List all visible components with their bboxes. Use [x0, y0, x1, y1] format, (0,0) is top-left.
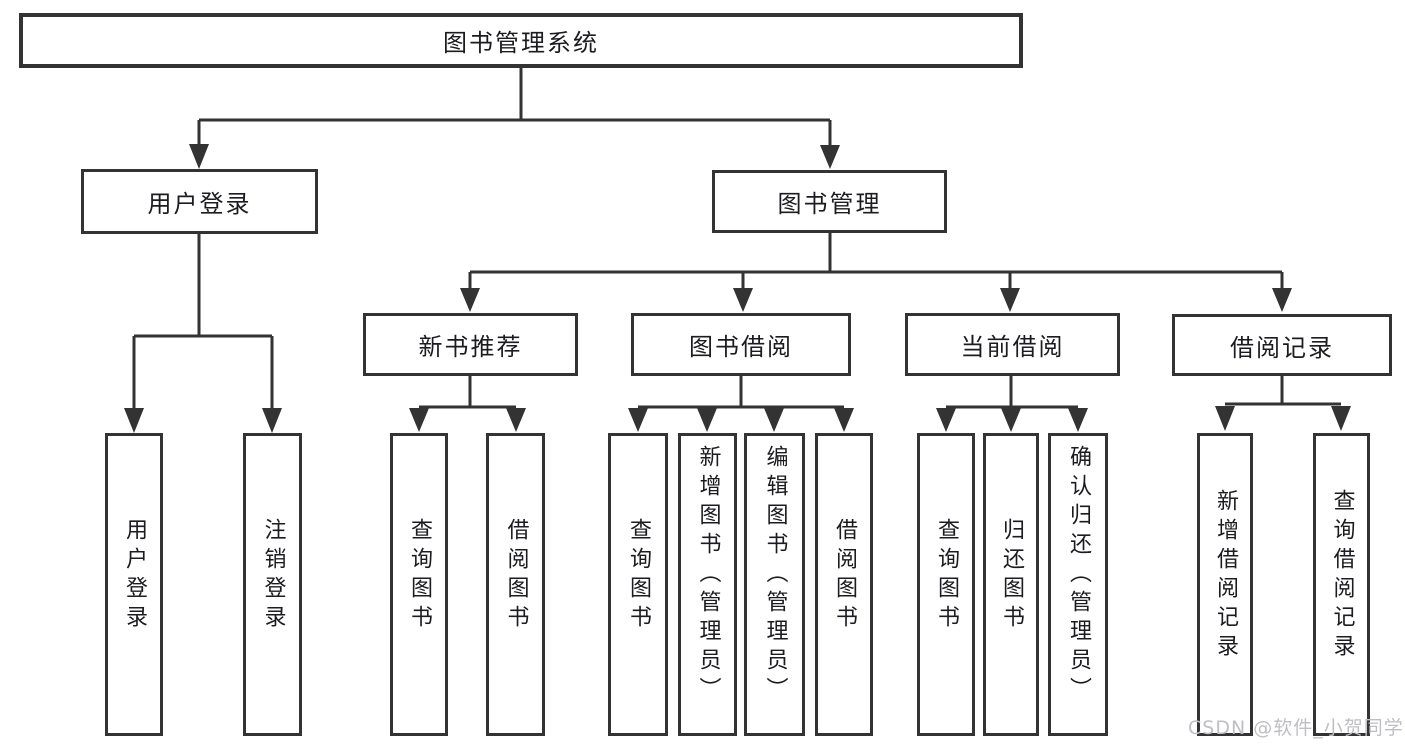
- node-new-book-rec: 新书推荐: [363, 313, 578, 376]
- arrowhead-to-leaf-rc-query: [1331, 406, 1351, 431]
- node-leaf-bor-edit: 编辑图书（管理员）: [744, 433, 805, 736]
- node-book-mgmt-label: 图书管理: [777, 190, 882, 218]
- node-leaf-rec-borrow-label: 借阅图书: [503, 517, 529, 634]
- arrowhead-to-leaf-login: [124, 408, 144, 433]
- connector-new-book-rec-to-leaves: [419, 376, 516, 409]
- node-user-login: 用户登录: [81, 169, 318, 234]
- arrowhead-to-leaf-bor-query: [628, 408, 648, 432]
- node-leaf-bor-add-label: 新增图书（管理员）: [695, 445, 721, 706]
- node-leaf-cur-return: 归还图书: [983, 433, 1039, 736]
- connector-current-borrow-to-leaves: [946, 376, 1078, 409]
- node-leaf-cur-return-label: 归还图书: [999, 517, 1024, 634]
- node-borrow-record: 借阅记录: [1172, 314, 1392, 376]
- node-leaf-cur-confirm-label: 确认归还（管理员）: [1066, 445, 1091, 706]
- node-leaf-bor-query: 查询图书: [608, 433, 668, 736]
- arrowhead-to-book-mgmt: [820, 145, 840, 169]
- csdn-watermark: CSDN @软件_小贺同学: [1188, 717, 1404, 739]
- node-leaf-bor-query-label: 查询图书: [626, 517, 651, 634]
- node-book-mgmt: 图书管理: [712, 170, 947, 233]
- node-leaf-cur-query: 查询图书: [917, 433, 975, 736]
- node-root: 图书管理系统: [19, 13, 1023, 68]
- node-book-borrow-label: 图书借阅: [689, 333, 793, 361]
- node-leaf-login: 用户登录: [105, 433, 163, 736]
- arrowhead-to-current-borrow: [1000, 288, 1020, 312]
- arrowhead-to-leaf-bor-edit: [764, 408, 784, 432]
- node-user-login-label: 用户登录: [147, 190, 252, 218]
- node-new-book-rec-label: 新书推荐: [418, 333, 523, 361]
- arrowhead-to-book-borrow: [733, 288, 753, 312]
- node-leaf-cur-query-label: 查询图书: [934, 517, 959, 634]
- node-book-borrow: 图书借阅: [631, 313, 851, 376]
- arrowhead-to-user-login: [189, 144, 209, 169]
- node-leaf-rc-add: 新增借阅记录: [1197, 433, 1253, 736]
- node-leaf-logout-label: 注销登录: [260, 517, 286, 634]
- node-current-borrow-label: 当前借阅: [960, 333, 1065, 361]
- connector-root-to-level2: [197, 66, 832, 147]
- arrowhead-to-leaf-rc-add: [1215, 406, 1235, 431]
- arrowhead-to-leaf-cur-query: [936, 408, 956, 432]
- node-leaf-logout: 注销登录: [243, 433, 302, 736]
- node-current-borrow: 当前借阅: [905, 313, 1120, 376]
- node-leaf-rc-query: 查询借阅记录: [1313, 433, 1370, 736]
- connector-user-login-to-leaves: [132, 234, 274, 410]
- arrowhead-to-leaf-logout: [262, 408, 282, 433]
- node-leaf-rec-borrow: 借阅图书: [486, 433, 545, 736]
- node-leaf-rc-query-label: 查询借阅记录: [1329, 488, 1355, 663]
- arrowhead-to-leaf-bor-add: [697, 408, 717, 432]
- node-leaf-cur-confirm: 确认归还（管理员）: [1048, 433, 1108, 736]
- node-leaf-rec-query: 查询图书: [390, 433, 448, 736]
- arrowhead-to-leaf-bor-borrow: [834, 408, 854, 432]
- connector-book-borrow-to-leaves: [638, 376, 844, 409]
- node-leaf-bor-borrow-label: 借阅图书: [832, 517, 857, 634]
- arrowhead-to-leaf-cur-return: [1001, 408, 1021, 432]
- arrowhead-to-leaf-rec-query: [409, 408, 429, 432]
- connector-book-mgmt-to-level3: [468, 233, 1284, 291]
- arrowhead-to-new-book-rec: [460, 288, 480, 312]
- node-leaf-bor-add: 新增图书（管理员）: [678, 433, 737, 736]
- node-leaf-bor-edit-label: 编辑图书（管理员）: [762, 445, 788, 706]
- node-borrow-record-label: 借阅记录: [1230, 333, 1334, 362]
- node-leaf-login-label: 用户登录: [122, 517, 147, 634]
- arrowhead-to-leaf-rec-borrow: [506, 408, 526, 432]
- arrowhead-to-leaf-cur-confirm: [1068, 408, 1088, 432]
- node-root-label: 图书管理系统: [443, 29, 599, 57]
- node-leaf-rec-query-label: 查询图书: [407, 517, 432, 634]
- connector-borrow-record-to-leaves: [1225, 376, 1341, 406]
- arrowhead-to-borrow-record: [1272, 288, 1292, 312]
- node-leaf-rc-add-label: 新增借阅记录: [1213, 488, 1238, 663]
- node-leaf-bor-borrow: 借阅图书: [815, 433, 873, 736]
